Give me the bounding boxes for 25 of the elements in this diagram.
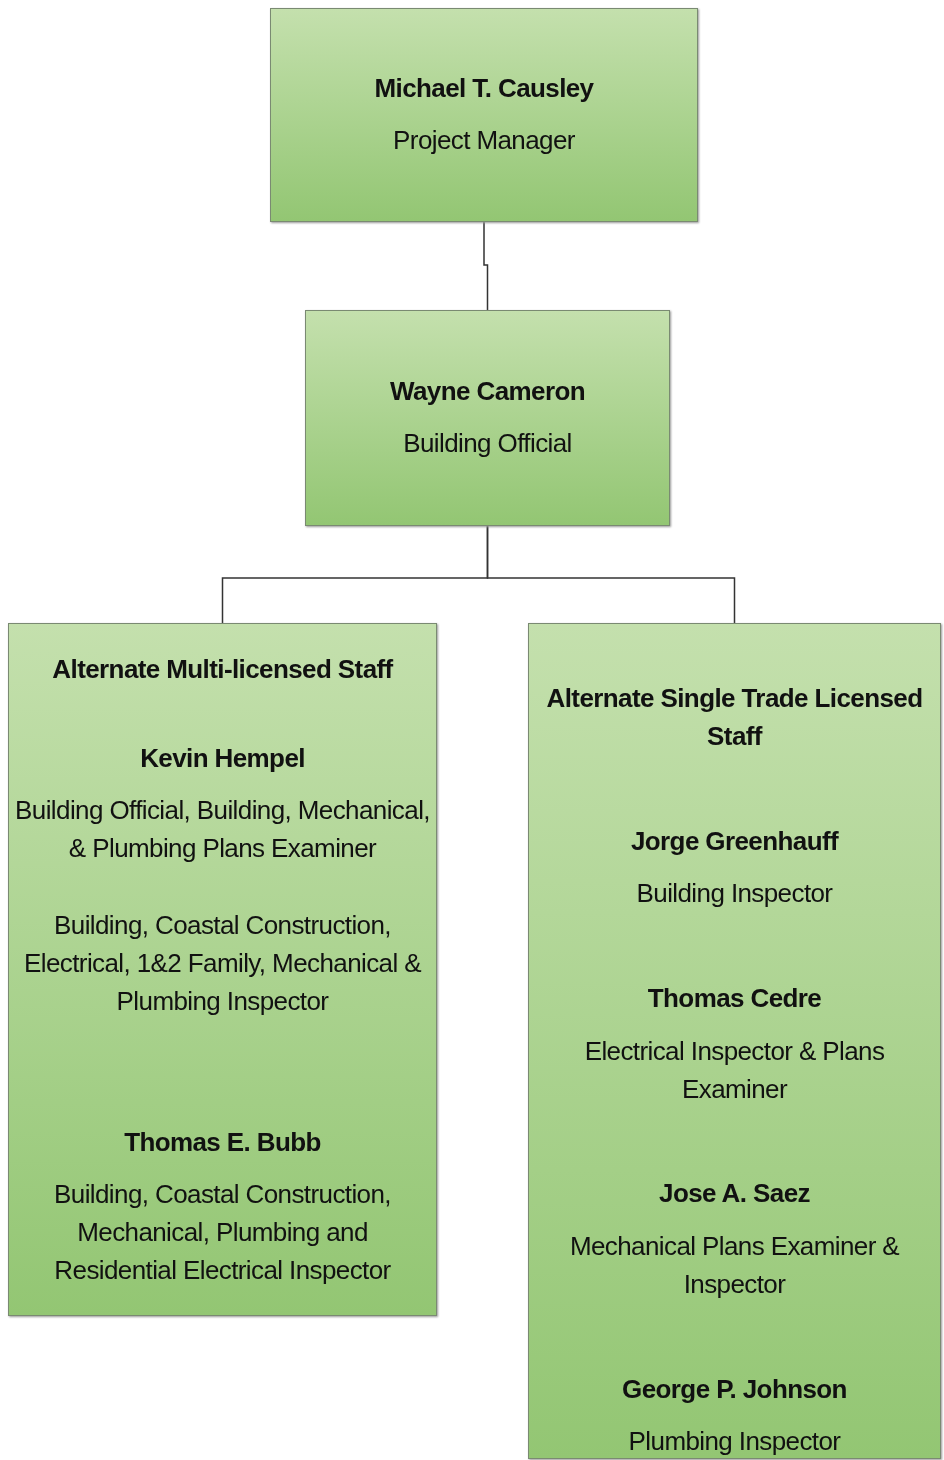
person-name: Kevin Hempel <box>139 742 306 775</box>
person-name: Wayne Cameron <box>389 375 586 408</box>
org-box <box>528 623 941 1459</box>
role-title: Electrical Inspector & Plans Examiner <box>583 1035 886 1106</box>
person-name: Jorge Greenhauff <box>629 825 840 858</box>
role-title: Plumbing Inspector <box>627 1425 842 1458</box>
connector-line <box>483 221 489 311</box>
role-title: Building Official, Building, Mechanical, & Plumbing Plans Examiner <box>15 794 430 865</box>
person-name: Thomas Cedre <box>646 982 823 1015</box>
role-title: Building, Coastal Construction, Mechanical, Plumbing and Residential Electrical Inspector <box>53 1178 392 1287</box>
role-title: Mechanical Plans Examiner & Inspector <box>568 1230 901 1301</box>
group-heading: Alternate Multi-licensed Staff <box>51 653 395 686</box>
person-name: Michael T. Causley <box>373 72 595 105</box>
role-title: Building Official <box>402 427 573 460</box>
connector-line <box>486 525 736 624</box>
person-name: Jose A. Saez <box>658 1177 811 1210</box>
role-title: Building, Coastal Construction, Electrical, 1&2 Family, Mechanical & Plumbing Inspector <box>23 909 423 1018</box>
org-box <box>8 623 437 1316</box>
person-name: George P. Johnson <box>621 1373 848 1406</box>
role-title: Project Manager <box>392 124 576 157</box>
org-box <box>305 310 670 526</box>
group-heading: Alternate Single Trade Licensed Staff <box>545 682 924 753</box>
person-name: Thomas E. Bubb <box>123 1126 322 1159</box>
role-title: Building Inspector <box>635 877 834 910</box>
org-box <box>270 8 698 222</box>
